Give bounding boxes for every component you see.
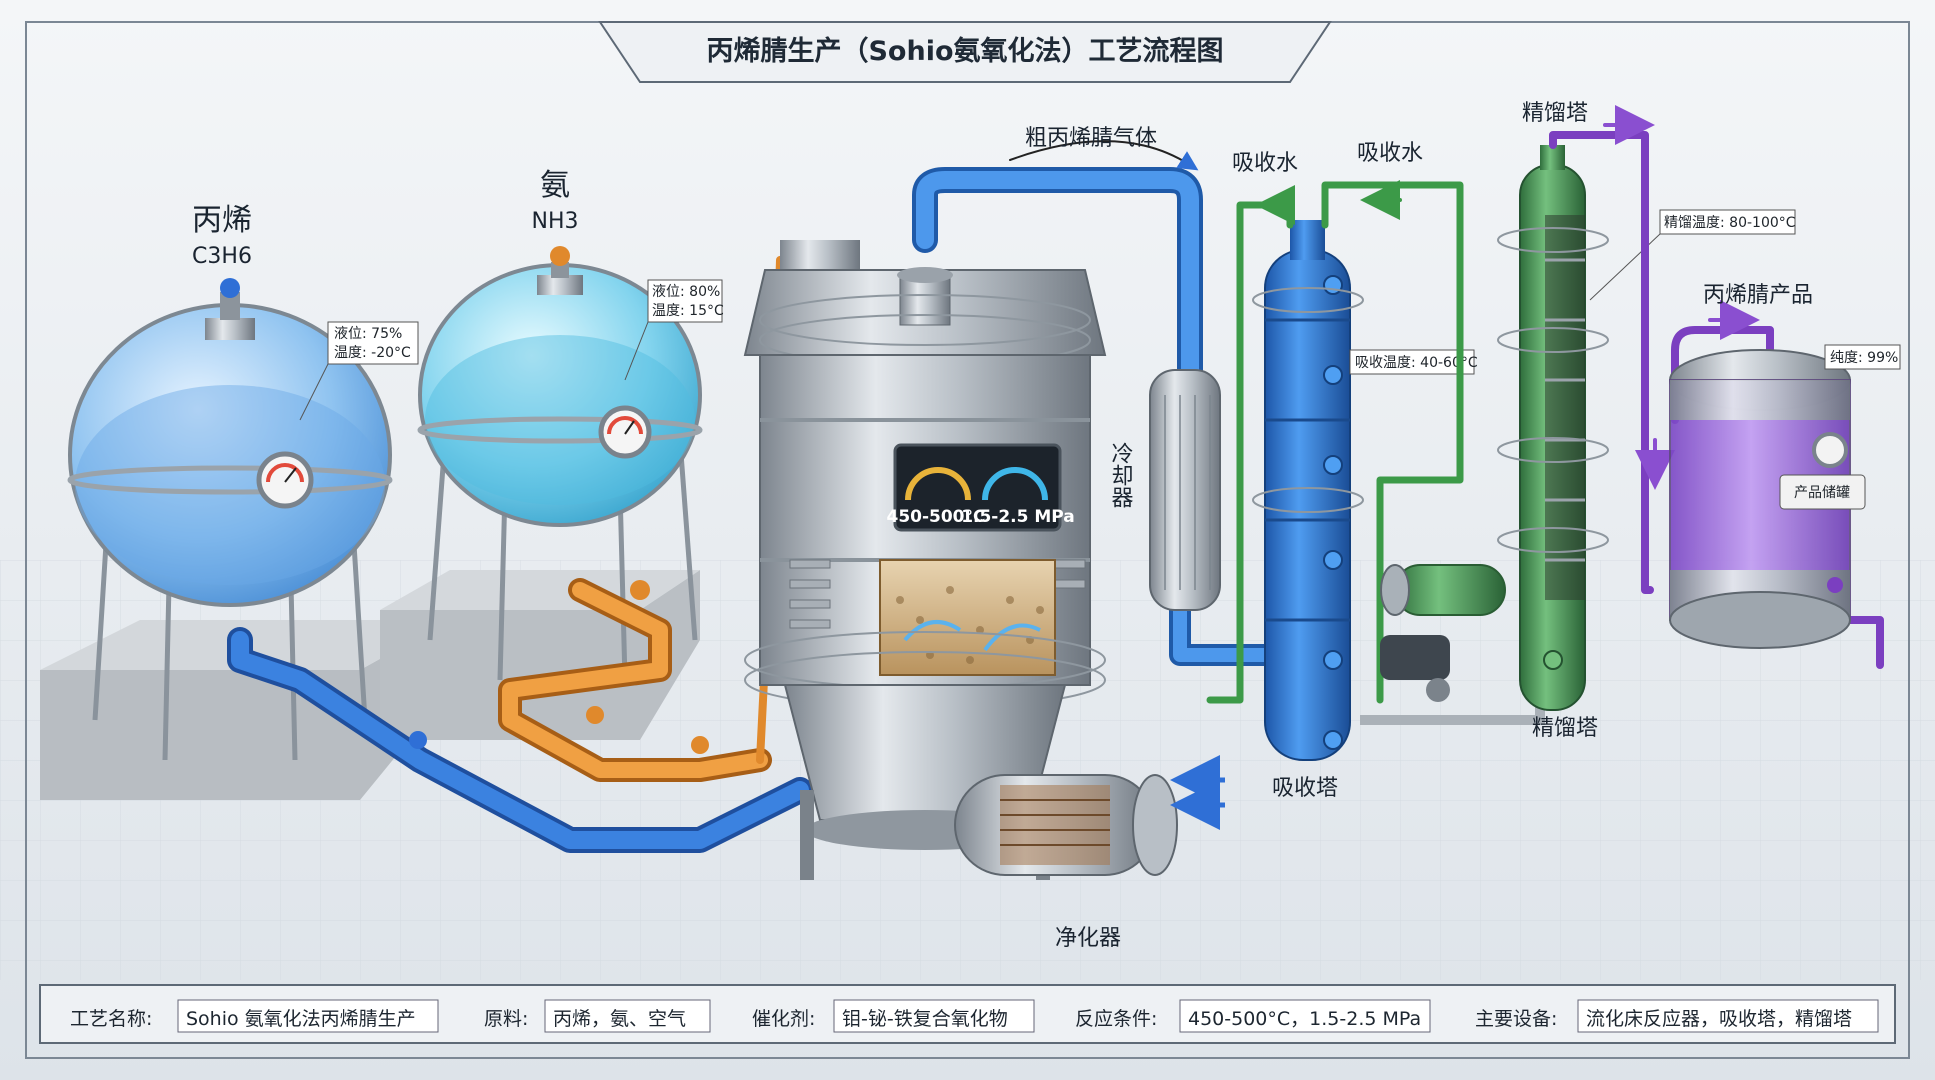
product-gauge-icon (1812, 432, 1848, 468)
page-title: 丙烯腈生产（Sohio氨氧化法）工艺流程图 (706, 36, 1223, 67)
propylene-callout: 液位: 75% 温度: -20°C (299, 321, 419, 421)
distill-cutaway (1545, 215, 1585, 600)
propylene-formula-label: C3H6 (192, 244, 252, 269)
pump-icon (1380, 635, 1450, 680)
absorb-water-pipes (1206, 180, 1464, 704)
purifier-label: 净化器 (1055, 926, 1121, 951)
temperature-gauge-icon (905, 467, 971, 501)
reactor-display-panel (893, 443, 1062, 532)
purifier: 净化器 (954, 755, 1225, 951)
footer-value: 流化床反应器，吸收塔，精馏塔 (1586, 1008, 1852, 1030)
footer-value: 丙烯，氨、空气 (553, 1008, 686, 1030)
product-label: 丙烯腈产品 (1703, 283, 1813, 308)
footer-label: 主要设备: (1475, 1008, 1557, 1030)
footer-item-process-name: 工艺名称: Sohio 氨氧化法丙烯腈生产 (70, 999, 439, 1033)
product-purity-text: 纯度: 99% (1830, 350, 1898, 366)
absorber-callout: 吸收温度: 40-60°C (1349, 349, 1478, 375)
absorber-temp-text: 吸收温度: 40-60°C (1355, 355, 1478, 371)
product-callout: 纯度: 99% (1824, 344, 1901, 370)
footer-label: 反应条件: (1075, 1008, 1157, 1030)
absorber-column: 吸收塔 吸收温度: 40-60°C (1252, 220, 1478, 801)
footer-value: 钼-铋-铁复合氧化物 (842, 1008, 1008, 1030)
footer-item-catalyst: 催化剂: 钼-铋-铁复合氧化物 (752, 999, 1035, 1033)
distill-callout: 精馏温度: 80-100°C (1589, 209, 1796, 301)
valve-icon (409, 731, 427, 749)
valve-icon (630, 580, 650, 600)
propylene-level-text: 液位: 75% (334, 326, 402, 342)
propylene-feed-pipe (227, 627, 813, 853)
ammonia-callout: 液位: 80% 温度: 15°C (624, 279, 724, 381)
footer-value: 450-500°C，1.5-2.5 MPa (1188, 1008, 1421, 1030)
cooler: 冷却器 (1108, 369, 1221, 611)
product-tank-sign (1779, 474, 1866, 510)
footer-info-bar: 工艺名称: Sohio 氨氧化法丙烯腈生产 原料: 丙烯，氨、空气 催化剂: 钼… (39, 984, 1896, 1044)
footer-item-conditions: 反应条件: 450-500°C，1.5-2.5 MPa (1075, 999, 1431, 1033)
reactor-fins (789, 559, 1086, 629)
absorb-water-label-2: 吸收水 (1357, 141, 1423, 166)
distill-temp-text: 精馏温度: 80-100°C (1664, 215, 1796, 231)
product-tank-label: 产品储罐 (1794, 485, 1850, 501)
absorb-water-label-1: 吸收水 (1232, 151, 1298, 176)
ammonia-formula-label: NH3 (532, 209, 579, 234)
product-tank: 产品储罐 纯度: 99% (1669, 344, 1901, 649)
footer-label: 催化剂: (752, 1008, 815, 1030)
ammonia-valve-icon (550, 246, 570, 266)
propylene-name-label: 丙烯 (192, 203, 252, 238)
footer-item-raw-materials: 原料: 丙烯，氨、空气 (484, 999, 711, 1033)
footer-item-equipment: 主要设备: 流化床反应器，吸收塔，精馏塔 (1475, 999, 1879, 1033)
valve-icon (691, 736, 709, 754)
ammonia-gauge-icon (598, 405, 652, 459)
ammonia-temp-text: 温度: 15°C (652, 303, 724, 319)
ammonia-name-label: 氨 (540, 168, 570, 203)
distill-tower-label: 精馏塔 (1522, 101, 1588, 126)
product-pipe (1549, 105, 1884, 669)
absorber-base-label: 吸收塔 (1272, 776, 1338, 801)
propylene-temp-text: 温度: -20°C (334, 345, 411, 361)
propylene-tank: 丙烯 C3H6 液位: 75% 温度: -20°C (40, 203, 450, 800)
feed-valves (409, 580, 709, 754)
footer-label: 工艺名称: (70, 1008, 152, 1030)
valve-icon (586, 706, 604, 724)
crude-gas-label: 粗丙烯腈气体 (1025, 126, 1157, 151)
ammonia-level-text: 液位: 80% (652, 284, 720, 300)
title-banner: 丙烯腈生产（Sohio氨氧化法）工艺流程图 (598, 21, 1332, 83)
propylene-gauge-icon (256, 451, 314, 509)
product-valve-icon (1827, 577, 1843, 593)
distill-base-label: 精馏塔 (1532, 716, 1598, 741)
pressure-gauge-icon (982, 467, 1048, 501)
distillation-tower: 精馏塔 精馏塔 精馏温度: 80-100°C (1497, 101, 1796, 741)
ammonia-tank: 氨 NH3 液位: 80% 温度: 15°C (380, 168, 724, 740)
footer-label: 原料: (484, 1008, 528, 1030)
propylene-valve-icon (220, 278, 240, 298)
footer-value: Sohio 氨氧化法丙烯腈生产 (186, 1008, 416, 1030)
reactor-pressure-display: 1.5-2.5 MPa (961, 507, 1075, 527)
cooler-label: 冷却器 (1108, 442, 1134, 508)
reactor-temp-display: 450-500°C (886, 507, 985, 527)
